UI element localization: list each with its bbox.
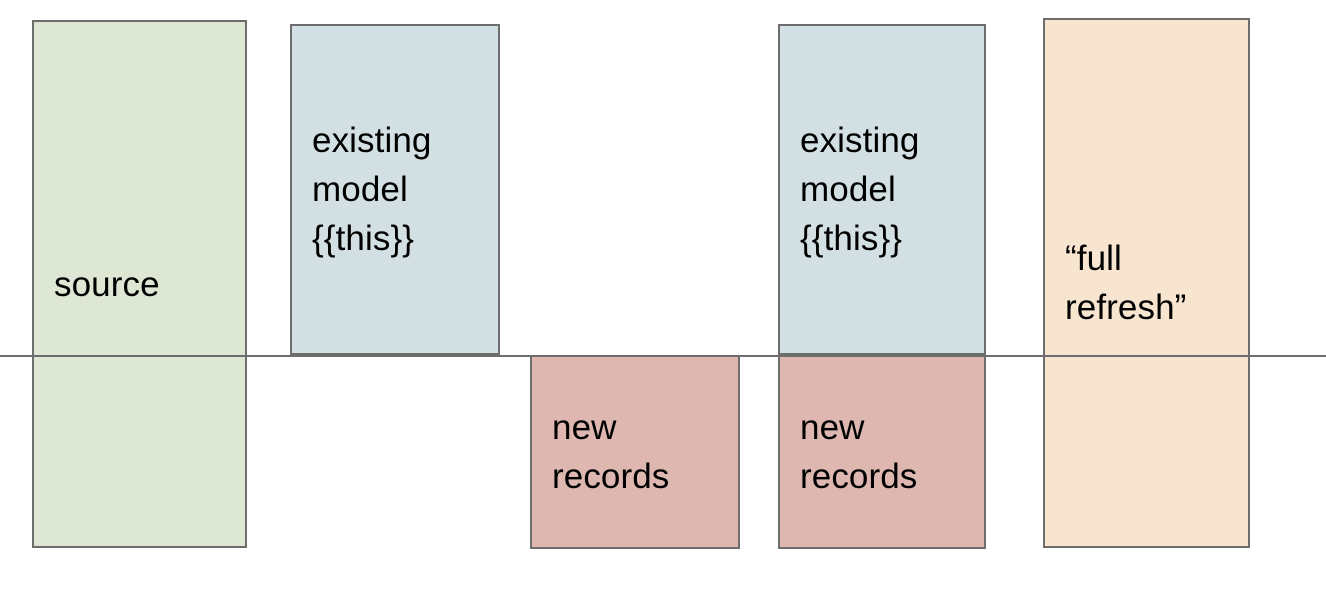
node-new-records-1[interactable]: new records bbox=[530, 355, 740, 549]
node-existing-model-1[interactable]: existing model {{this}} bbox=[290, 24, 500, 355]
node-new-records-1-label: new records bbox=[552, 408, 670, 496]
node-existing-model-2-label: existing model {{this}} bbox=[800, 121, 920, 258]
node-source-label: source bbox=[54, 264, 160, 304]
node-new-records-2[interactable]: new records bbox=[778, 355, 986, 549]
node-full-refresh[interactable]: “full refresh” bbox=[1043, 18, 1250, 548]
node-new-records-2-label: new records bbox=[800, 408, 918, 496]
node-existing-model-1-label: existing model {{this}} bbox=[312, 121, 432, 258]
horizontal-divider-line bbox=[0, 355, 1326, 357]
node-existing-model-2[interactable]: existing model {{this}} bbox=[778, 24, 986, 355]
node-full-refresh-label: “full refresh” bbox=[1065, 239, 1187, 327]
node-source[interactable]: source bbox=[32, 20, 247, 548]
